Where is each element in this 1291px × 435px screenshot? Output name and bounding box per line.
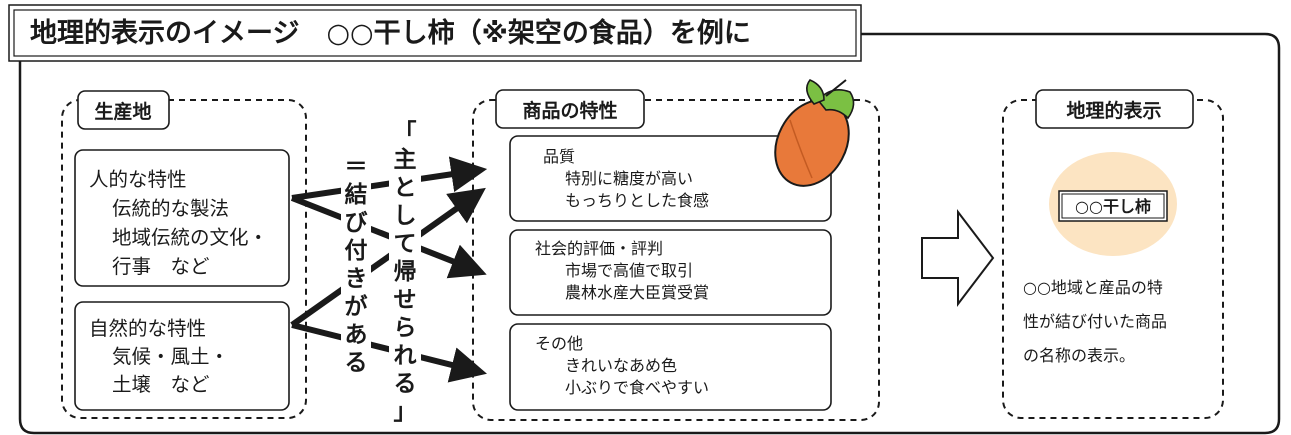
reputation-heading: 社会的評価・評判: [535, 239, 663, 258]
gi-label-box: 地理的表示: [1035, 89, 1194, 129]
link-char: 帰: [394, 259, 417, 285]
link-char: き: [345, 266, 368, 292]
link-char: る: [345, 350, 368, 376]
gi-label: 地理的表示: [1066, 99, 1161, 122]
reputation-item: 市場で高値で取引: [565, 261, 693, 280]
product-frame: [472, 99, 880, 421]
natural-factors-item: 土壌 など: [112, 373, 210, 396]
arrow-human-to-quality: [291, 156, 488, 201]
human-factors-box: 人的な特性 伝統的な製法 地域伝統の文化・ 行事 など: [74, 149, 290, 287]
link-char: れ: [394, 343, 417, 369]
gi-frame: [1002, 99, 1224, 419]
natural-factors-item: 気候・風土・: [112, 345, 229, 368]
link-char: 」: [394, 399, 417, 425]
link-char: て: [394, 231, 417, 257]
title: 地理的表示のイメージ ○○干し柿（※架空の食品）を例に: [30, 17, 751, 49]
reputation-item: 農林水産大臣賞受賞: [565, 283, 709, 302]
quality-heading: 品質: [543, 147, 575, 166]
natural-factors-heading: 自然的な特性: [89, 317, 206, 340]
gi-description-line: ○○地域と産品の特: [1023, 278, 1163, 297]
title-box: 地理的表示のイメージ ○○干し柿（※架空の食品）を例に: [8, 4, 862, 62]
link-char: び: [345, 210, 368, 236]
link-char: る: [394, 371, 417, 397]
outer-frame: [18, 32, 1281, 435]
link-char: あ: [345, 322, 368, 348]
other-box: その他 きれいなあめ色 小ぶりで食べやすい: [509, 323, 832, 411]
human-factors-item: 地域伝統の文化・: [112, 226, 268, 249]
product-label-box: 商品の特性: [495, 89, 645, 129]
link-char: ら: [394, 315, 417, 341]
link-arrows: [290, 156, 488, 383]
human-factors-item: 行事 など: [112, 255, 210, 278]
human-factors-heading: 人的な特性: [89, 168, 187, 191]
arrow-natural-to-quality: [290, 187, 486, 328]
link-char: 主: [394, 147, 417, 173]
production-area-label-box: 生産地: [77, 90, 170, 130]
link-char: せ: [394, 287, 417, 313]
arrow-human-to-reputation: [290, 195, 487, 279]
link-text-left: ＝ 結 び 付 き が あ る: [341, 150, 371, 395]
gi-product-name: ○○干し柿: [1075, 197, 1151, 216]
gi-name-box: ○○干し柿: [1058, 190, 1168, 222]
gi-description-line: 性が結び付いた商品: [1023, 312, 1167, 331]
natural-factors-box: 自然的な特性 気候・風土・ 土壌 など: [74, 301, 290, 411]
link-char: ＝: [345, 154, 368, 180]
gi-description-line: の名称の表示。: [1023, 346, 1135, 365]
link-text-right: 「 主 と し て 帰 せ ら れ る 」: [389, 118, 421, 430]
production-area-label: 生産地: [94, 100, 151, 123]
arrow-natural-to-other: [291, 322, 487, 383]
link-char: 「: [394, 120, 417, 146]
production-area-frame: [61, 99, 307, 419]
link-char: 結: [345, 181, 368, 208]
link-char: 付: [345, 238, 368, 264]
link-char: と: [394, 175, 417, 201]
link-char: し: [394, 203, 417, 229]
product-label: 商品の特性: [522, 99, 617, 122]
persimmon-icon: [774, 79, 855, 187]
other-item: きれいなあめ色: [565, 356, 677, 375]
other-heading: その他: [535, 334, 583, 353]
result-arrow-icon: [921, 209, 995, 307]
reputation-box: 社会的評価・評判 市場で高値で取引 農林水産大臣賞受賞: [509, 229, 832, 316]
quality-item: 特別に糖度が高い: [565, 169, 693, 188]
link-char: が: [345, 293, 368, 320]
quality-box: 品質 特別に糖度が高い もっちりとした食感: [509, 135, 832, 222]
human-factors-item: 伝統的な製法: [112, 197, 229, 220]
quality-item: もっちりとした食感: [565, 191, 709, 210]
other-item: 小ぶりで食べやすい: [565, 378, 709, 397]
